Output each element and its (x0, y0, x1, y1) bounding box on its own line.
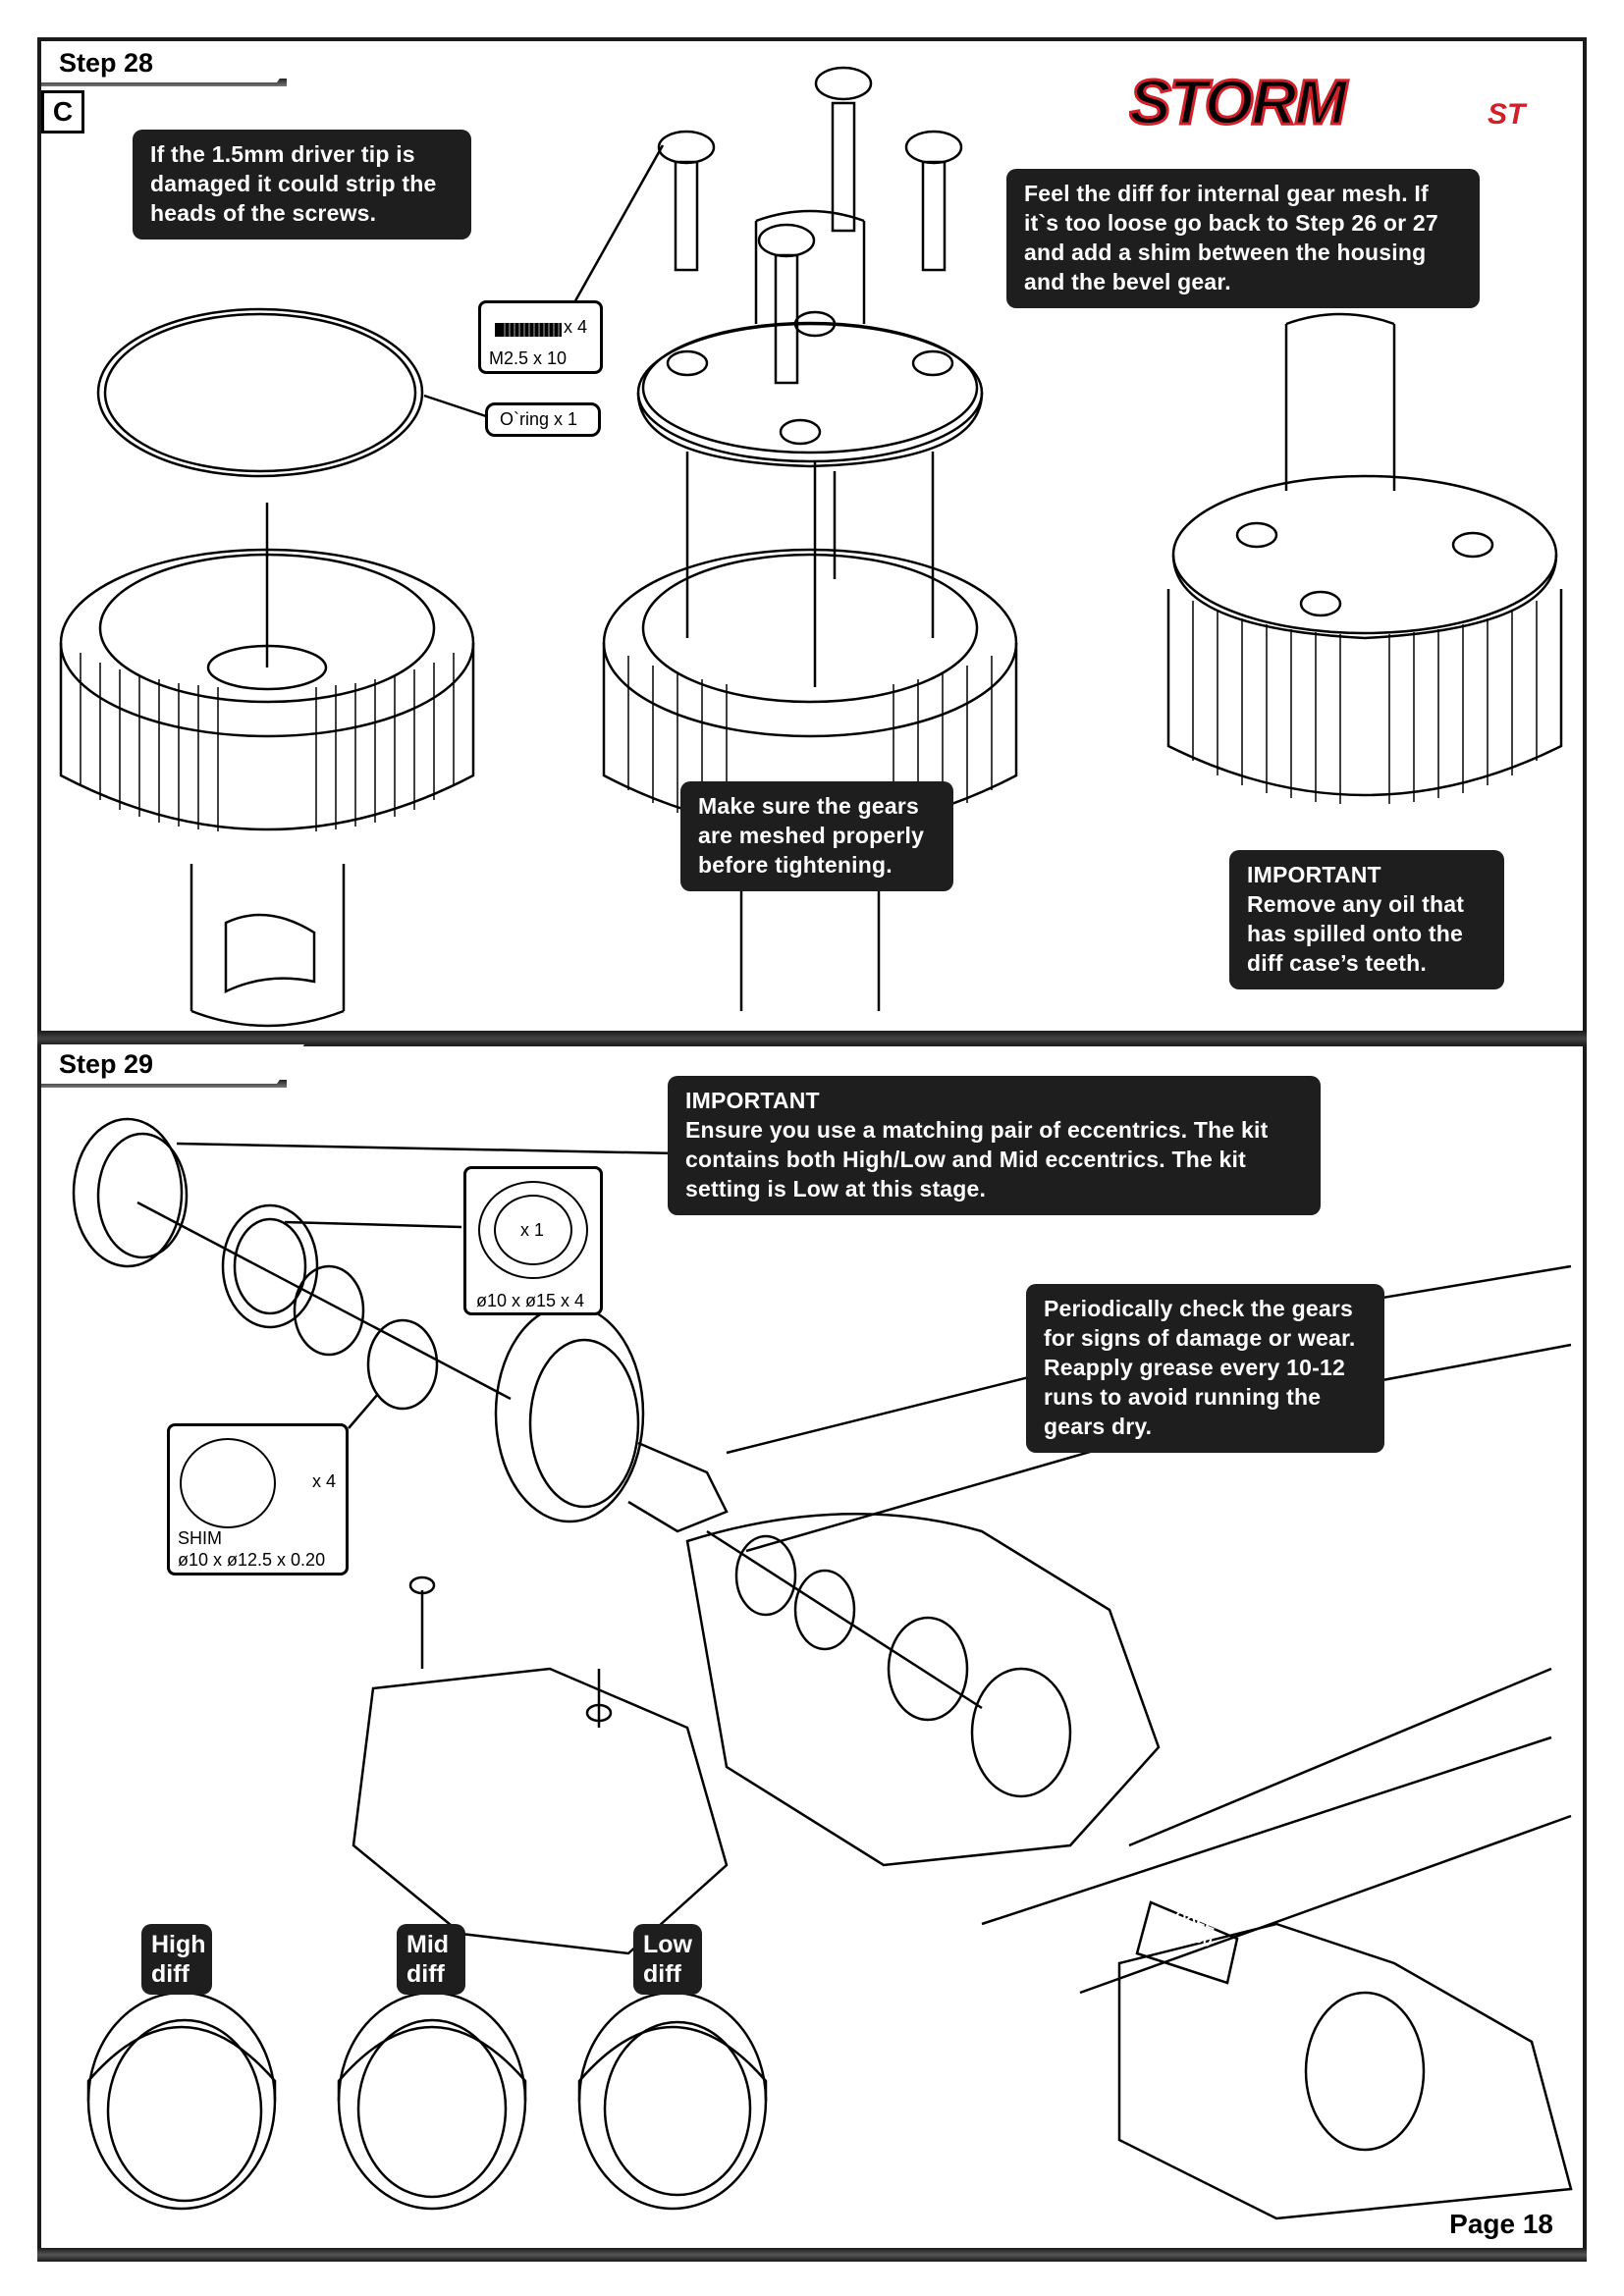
note-step28-important-body: Remove any oil that has spilled onto the… (1247, 891, 1465, 976)
note-meshed-text: Make sure the gears are meshed properly … (698, 793, 925, 878)
note-driver-tip-text: If the 1.5mm driver tip is damaged it co… (150, 141, 437, 226)
shim-partbox: x 4 SHIM ø10 x ø12.5 x 0.20 (167, 1423, 349, 1575)
bearing-inner-icon (494, 1195, 572, 1265)
shim-qty: x 4 (312, 1471, 337, 1491)
logo-text: STORM (1129, 71, 1349, 137)
bearing-icon (478, 1181, 588, 1279)
note-periodic-check-text: Periodically check the gears for signs o… (1044, 1296, 1356, 1439)
grease-inset-illustration (1117, 1900, 1573, 2220)
screw-size: M2.5 x 10 (489, 348, 568, 368)
screw-icon (495, 323, 562, 337)
note-periodic-check: Periodically check the gears for signs o… (1026, 1284, 1384, 1453)
step29-title: Step 29 (41, 1044, 304, 1084)
high-diff-line2: diff (151, 1960, 189, 1988)
screw-partbox: x 4 M2.5 x 10 (478, 300, 603, 374)
note-step28-important-title: IMPORTANT (1247, 862, 1381, 887)
oring-label: O`ring x 1 (485, 402, 601, 437)
bearing-partbox: x 1 ø10 x ø15 x 4 (463, 1166, 603, 1315)
bearing-size: ø10 x ø15 x 4 (476, 1291, 585, 1310)
note-driver-tip: If the 1.5mm driver tip is damaged it co… (133, 130, 471, 240)
note-step28-important: IMPORTANT Remove any oil that has spille… (1229, 850, 1504, 989)
step28-sub-letter: C (41, 90, 84, 133)
section-divider (37, 1031, 1587, 1046)
storm-st-logo: STORM ST (1129, 71, 1528, 139)
logo-suffix: ST (1488, 98, 1528, 131)
low-diff-line1: Low (643, 1931, 692, 1958)
note-meshed: Make sure the gears are meshed properly … (680, 781, 953, 891)
note-step29-important-body: Ensure you use a matching pair of eccent… (685, 1117, 1269, 1201)
shim-size: ø10 x ø12.5 x 0.20 (178, 1550, 326, 1570)
step28-title: Step 28 (41, 43, 304, 82)
eccentric-bearing-shims-illustration (72, 1117, 678, 1429)
eccentric-rings-illustration (86, 1991, 768, 2211)
shim-icon (180, 1438, 276, 1528)
bearing-qty: x 1 (520, 1220, 545, 1240)
mid-diff-line2: diff (406, 1960, 445, 1988)
low-diff-line2: diff (643, 1960, 681, 1988)
high-diff-line1: High (151, 1931, 206, 1958)
step28-tab-underline (41, 79, 287, 86)
diff-right-illustration (1166, 312, 1563, 804)
diff-left-illustration (59, 307, 475, 1028)
bottom-bar (37, 2248, 1587, 2262)
high-diff-label: High diff (141, 1924, 212, 1995)
note-gear-mesh: Feel the diff for internal gear mesh. If… (1006, 169, 1480, 308)
note-gear-mesh-text: Feel the diff for internal gear mesh. If… (1024, 181, 1438, 294)
mid-diff-line1: Mid (406, 1931, 450, 1958)
note-step29-important-title: IMPORTANT (685, 1088, 820, 1113)
shim-name: SHIM (178, 1528, 222, 1548)
step29-tab-underline (41, 1080, 287, 1088)
screw-qty: x 4 (564, 317, 588, 337)
low-diff-label: Low diff (633, 1924, 702, 1995)
mid-diff-label: Mid diff (397, 1924, 465, 1995)
note-step29-important: IMPORTANT Ensure you use a matching pair… (668, 1076, 1321, 1215)
gear-and-chassis-illustration (352, 1264, 1572, 1995)
page-number: Page 18 (1426, 2209, 1567, 2240)
